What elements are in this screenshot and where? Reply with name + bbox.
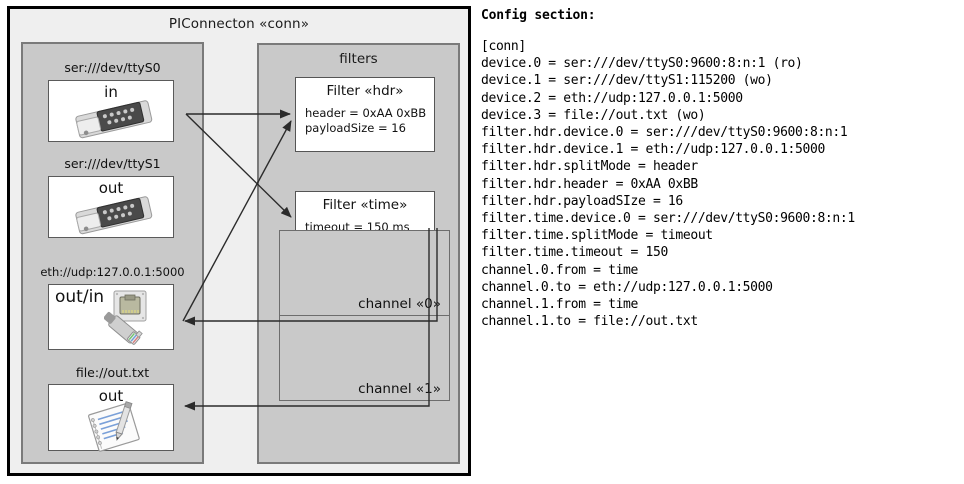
serial-port-icon — [75, 100, 153, 139]
channel-box-1[interactable]: channel «1» — [279, 315, 450, 401]
config-section: Config section: [conn] device.0 = ser://… — [481, 8, 959, 330]
devices-panel: ser:///dev/ttyS0 in — [21, 42, 204, 464]
filter-prop: payloadSize = 16 — [305, 121, 406, 135]
device-label-ttys1: ser:///dev/ttyS1 — [64, 156, 161, 171]
device-direction-ttys1: out — [98, 179, 124, 197]
filter-prop: header = 0xAA 0xBB — [305, 106, 427, 120]
filters-panel: filters Filter «hdr» header = 0xAA 0xBB … — [257, 43, 460, 464]
filter-props-hdr: header = 0xAA 0xBB payloadSize = 16 — [305, 106, 426, 136]
device-direction-ttys0: in — [104, 83, 118, 101]
channel-label-0: channel «0» — [358, 296, 441, 312]
filters-panel-title: filters — [339, 51, 378, 67]
device-card-file[interactable]: out — [48, 384, 174, 452]
filter-box-hdr[interactable]: Filter «hdr» header = 0xAA 0xBB payloadS… — [295, 77, 435, 152]
device-label-ttys0: ser:///dev/ttyS0 — [64, 60, 161, 75]
page-title: PIConnecton «conn» — [168, 16, 310, 32]
device-card-ttys0[interactable]: in — [48, 80, 174, 142]
device-label-eth: eth://udp:127.0.0.1:5000 — [40, 265, 185, 279]
filter-title-time: Filter «time» — [322, 197, 408, 213]
config-heading: Config section: — [481, 8, 596, 23]
filter-title-hdr: Filter «hdr» — [326, 83, 404, 99]
serial-port-icon — [75, 196, 153, 235]
text-file-icon — [88, 401, 140, 452]
device-card-eth[interactable]: out/in — [48, 284, 174, 350]
channel-box-0[interactable]: channel «0» — [279, 230, 450, 316]
config-text: [conn] device.0 = ser:///dev/ttyS0:9600:… — [481, 39, 855, 330]
device-card-ttys1[interactable]: out — [48, 176, 174, 238]
channel-label-1: channel «1» — [358, 381, 441, 397]
piconnecton-container: PIConnecton «conn» ser:///dev/ttyS0 in — [7, 6, 471, 476]
device-direction-eth: out/in — [55, 287, 105, 307]
device-label-file: file://out.txt — [75, 365, 150, 380]
ethernet-jack-icon — [104, 290, 147, 345]
